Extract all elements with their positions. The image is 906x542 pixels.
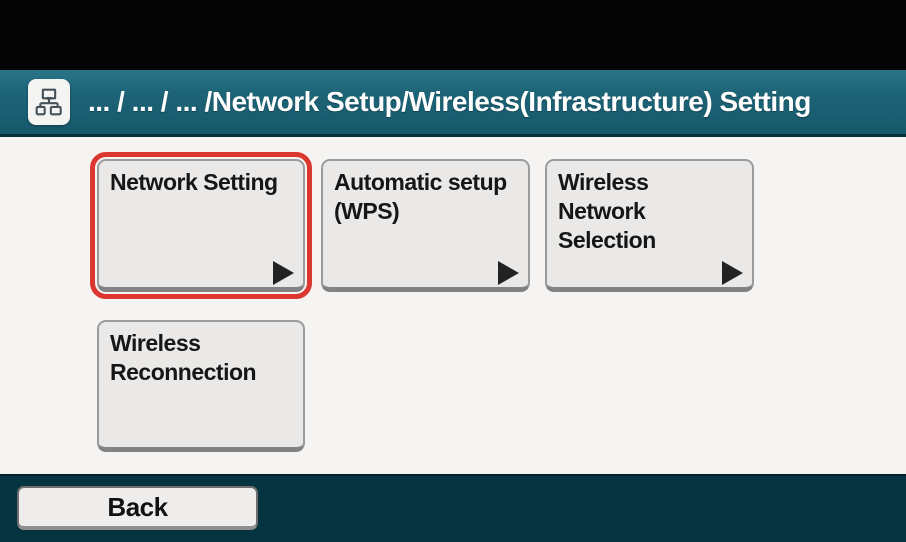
network-icon	[28, 79, 70, 125]
submenu-arrow-icon	[498, 261, 519, 285]
menu-button-automatic-setup-wps[interactable]: Automatic setup (WPS)	[321, 159, 530, 292]
menu-button-label: Wireless Reconnection	[110, 330, 257, 385]
menu-button-label: Network Setting	[110, 169, 278, 195]
breadcrumb: ... / ... / ... /Network Setup/Wireless(…	[88, 86, 811, 117]
menu-button-wireless-reconnection[interactable]: Wireless Reconnection	[97, 320, 305, 452]
menu-button-wireless-network-selection[interactable]: Wireless Network Selection	[545, 159, 754, 292]
footer-bar: Back	[0, 474, 906, 542]
submenu-arrow-icon	[722, 261, 743, 285]
back-button[interactable]: Back	[17, 486, 258, 530]
menu-area: Network Setting Automatic setup (WPS) Wi…	[0, 137, 906, 474]
menu-button-label: Wireless Network Selection	[558, 169, 656, 253]
menu-button-network-setting[interactable]: Network Setting	[90, 152, 312, 299]
menu-button-label: Automatic setup (WPS)	[334, 169, 507, 224]
submenu-arrow-icon	[273, 261, 294, 285]
status-bar	[0, 0, 906, 70]
breadcrumb-bar: ... / ... / ... /Network Setup/Wireless(…	[0, 70, 906, 137]
